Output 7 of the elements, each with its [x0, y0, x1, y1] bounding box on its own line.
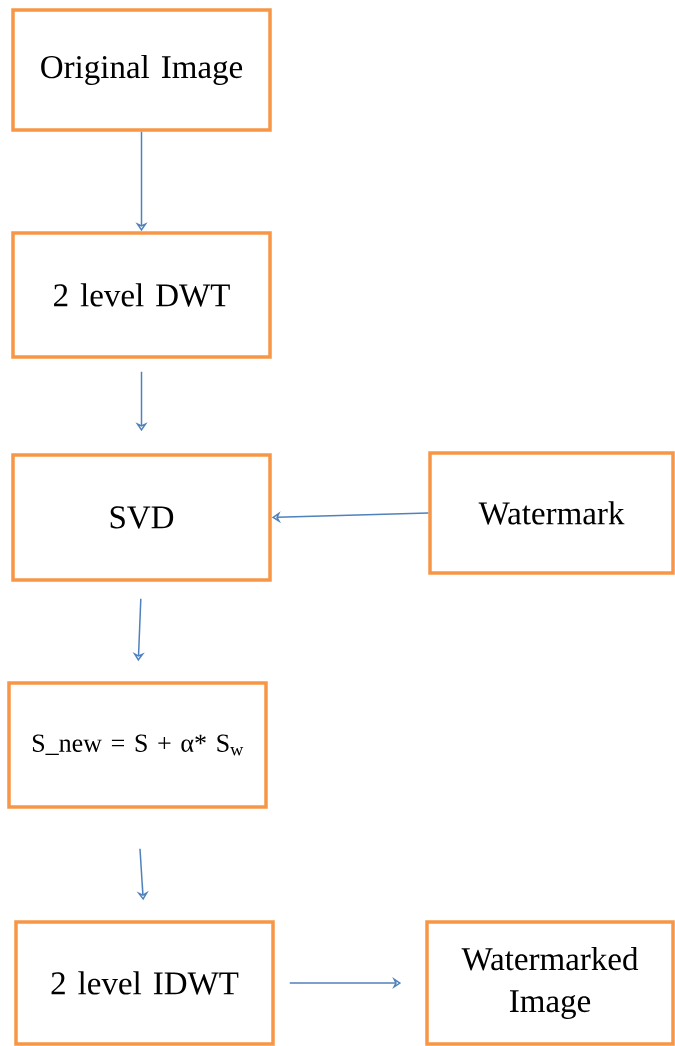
process-box: Watermarked Image	[425, 920, 675, 1046]
process-box: SVD	[11, 453, 272, 582]
process-box: 2 level IDWT	[14, 920, 275, 1046]
process-box: Original Image	[11, 8, 272, 132]
process-box: Watermark	[428, 451, 675, 575]
process-box: S_new = S + α* S$_{w}$	[7, 681, 268, 809]
process-box: 2 level DWT	[11, 231, 272, 359]
